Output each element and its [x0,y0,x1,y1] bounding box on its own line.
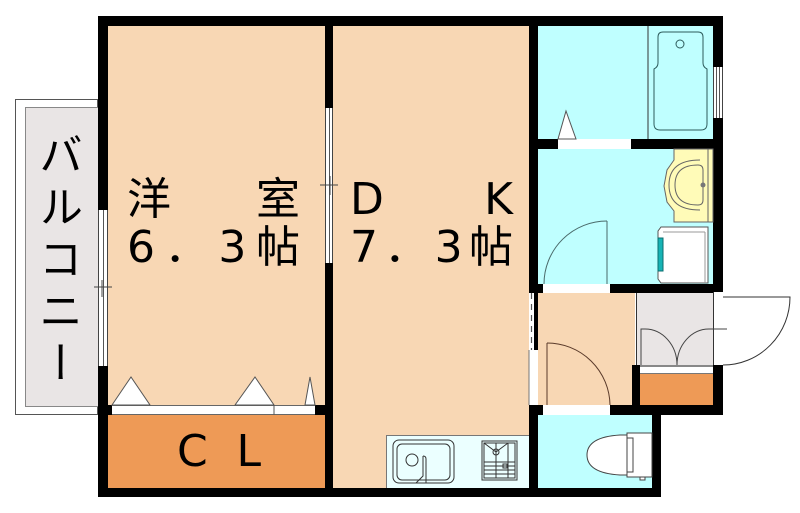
closet-door-strip [112,405,315,415]
wall-shoe-cabinet [632,365,640,415]
label-char: L [236,426,261,477]
front-door-icon [722,296,791,366]
wall-toilet-left [529,405,538,497]
kitchen-counter [386,435,529,488]
balcony-label: バルコニー [31,132,82,392]
western-room-name: 洋室 [127,176,300,224]
label-char: ． [384,222,429,273]
label-char: K [484,174,513,225]
window-interior-sliding [325,108,333,263]
wall-right [713,16,723,415]
western-room [108,26,325,405]
label-char: 帖 [468,222,513,273]
wall-wet-left [529,16,538,293]
dk-hall-sliding-door [529,293,534,350]
window-bathroom [713,67,723,118]
shoe-cabinet-door-strip [640,365,713,374]
label-char: 洋 [127,174,171,225]
toilet-door-opening [543,405,610,415]
label-char: C [177,426,208,477]
entrance [636,293,713,365]
front-door-opening [713,292,723,365]
wall-toilet-right [652,405,661,497]
washroom-door-opening [543,284,610,293]
label-char: 3 [434,222,463,273]
dining-kitchen [333,26,529,488]
bathroom [538,26,713,139]
label-char: 6 [127,222,155,273]
wall-hall-left [534,293,538,350]
balcony-floor [25,107,98,407]
bath-door-opening [558,139,631,149]
dk-hall-opening [529,350,538,405]
label-char: ． [164,222,209,273]
shoe-cabinet [640,374,713,405]
toilet-room [538,415,652,488]
washroom [538,149,713,284]
label-char: D [350,174,384,225]
wall-hall-toilet [529,405,723,415]
wall-top [98,16,723,26]
label-char: 室 [256,174,300,225]
closet [108,415,325,488]
wall-bottom [98,488,661,497]
wall-wash-hall [538,284,713,293]
label-char: 3 [218,222,247,273]
window-balcony [98,210,108,366]
label-char: 帖 [255,222,300,273]
label-char: 7 [350,222,378,273]
hallway [538,293,635,405]
